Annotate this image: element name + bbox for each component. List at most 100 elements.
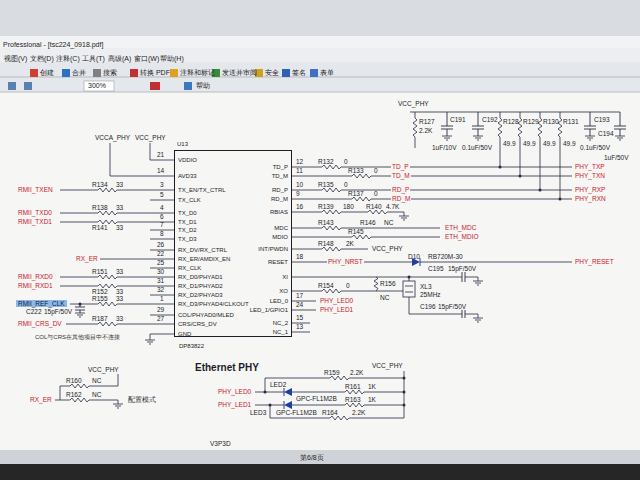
schematic-label: C191 bbox=[450, 116, 466, 123]
schematic-label: 配置模式 bbox=[128, 396, 156, 403]
schematic-label: R131 bbox=[563, 118, 579, 125]
schematic-label: RB720M-30 bbox=[428, 253, 463, 260]
junction-dot bbox=[79, 166, 562, 407]
status-bar bbox=[0, 450, 640, 464]
pin-name: MDIO bbox=[272, 234, 288, 241]
schematic-label: R135 bbox=[318, 181, 334, 188]
pin-number: 3 bbox=[160, 181, 164, 188]
pin-name: LED_1/GPIO1 bbox=[250, 307, 288, 314]
schematic-label: VCC_PHY bbox=[372, 245, 403, 252]
menu-text: 帮助(H) bbox=[160, 55, 184, 63]
capacitor-symbol bbox=[75, 112, 626, 318]
pin-name: RBIAS bbox=[270, 209, 288, 216]
schematic-label: 180 bbox=[343, 203, 354, 210]
pin-number: 21 bbox=[157, 151, 164, 158]
pin-number: 14 bbox=[157, 167, 164, 174]
net-label: RD_P bbox=[391, 186, 410, 193]
pin-name: RX_DV/RX_CTRL bbox=[178, 247, 227, 254]
pin-number: 12 bbox=[296, 158, 303, 165]
pin-name: TD_M bbox=[272, 173, 288, 180]
menu-text: 工具(T) bbox=[82, 55, 105, 63]
net-label: PHY_TXN bbox=[574, 172, 606, 179]
schematic-label: 49.9 bbox=[503, 140, 516, 147]
pin-name: CRS/CRS_DV bbox=[178, 321, 217, 328]
pin-name: TD_P bbox=[273, 164, 288, 171]
net-label: RMII_RXD0 bbox=[17, 273, 54, 280]
net-label: RX_ER bbox=[75, 255, 99, 262]
section-title: Ethernet PHY bbox=[195, 362, 259, 374]
screen-bezel bbox=[0, 0, 640, 36]
toolbar-icon bbox=[93, 69, 101, 77]
schematic-label: R141 bbox=[92, 224, 108, 231]
net-label: TD_M bbox=[391, 172, 411, 179]
net-label: PHY_LED1 bbox=[319, 306, 354, 313]
schematic-label: 0 bbox=[344, 158, 348, 165]
schematic-label: R137 bbox=[348, 190, 364, 197]
net-label: PHY_LED1 bbox=[217, 401, 252, 408]
schematic-label: R159 bbox=[324, 369, 340, 376]
schematic-label: R163 bbox=[345, 396, 361, 403]
schematic-label: GPC-FL1M2B bbox=[276, 409, 317, 416]
schematic-label: R155 bbox=[92, 295, 108, 302]
toolbar-icon bbox=[150, 82, 160, 90]
menu-text: 注释(C) bbox=[56, 55, 80, 63]
schematic-label: 49.9 bbox=[563, 140, 576, 147]
pin-number: 11 bbox=[296, 167, 303, 174]
pin-number: 25 bbox=[157, 259, 164, 266]
schematic-label: R132 bbox=[318, 158, 334, 165]
schematic-label: NC bbox=[384, 219, 393, 226]
net-label: RMII_CRS_DV bbox=[17, 320, 63, 327]
pin-name: MDC bbox=[274, 225, 288, 232]
pin-number: 24 bbox=[296, 301, 303, 308]
menu-text: 视图(V) bbox=[4, 55, 27, 63]
schematic-label: GPC-FL1M2B bbox=[296, 395, 337, 402]
menu-text: 合并 bbox=[72, 69, 86, 77]
pin-name: RX_D1/PHYAD2 bbox=[178, 283, 223, 290]
net-label: PHY_NRST bbox=[327, 258, 364, 265]
menu-text: 注释和标记 bbox=[180, 69, 215, 77]
schematic-label: 0.1uF/50V bbox=[580, 144, 610, 151]
menu-text: 帮助 bbox=[196, 82, 210, 90]
pin-number: 1 bbox=[160, 295, 164, 302]
schematic-label: C196 bbox=[420, 303, 436, 310]
net-label: PHY_LED0 bbox=[217, 388, 252, 395]
net-label: RMII_TXD1 bbox=[17, 218, 53, 225]
part-reference: U13 bbox=[177, 141, 188, 148]
net-label: RMII_TXD0 bbox=[17, 209, 53, 216]
net-label: PHY_RESET bbox=[574, 258, 615, 265]
toolbar-divider bbox=[0, 77, 640, 92]
schematic-label: R129 bbox=[523, 118, 539, 125]
schematic-label: R161 bbox=[345, 383, 361, 390]
schematic-label: 0 bbox=[346, 282, 350, 289]
schematic-label: R133 bbox=[348, 167, 364, 174]
schematic-label: R138 bbox=[92, 204, 108, 211]
schematic-label: NC bbox=[92, 391, 101, 398]
pin-number: 13 bbox=[296, 323, 303, 330]
schematic-label: 33 bbox=[116, 224, 123, 231]
pin-name: RD_M bbox=[271, 196, 288, 203]
desk bbox=[0, 464, 640, 480]
schematic-label: V3P3D bbox=[210, 440, 231, 447]
part-number: DP83822 bbox=[179, 343, 204, 350]
pin-name: TX_EN/TX_CTRL bbox=[178, 187, 226, 194]
resistor-symbol bbox=[70, 118, 562, 420]
pin-name: RD_P bbox=[272, 187, 288, 194]
pin-name: GND bbox=[178, 331, 191, 338]
pin-number: 4 bbox=[160, 204, 164, 211]
schematic-label: 0 bbox=[374, 167, 378, 174]
menu-bar bbox=[0, 48, 640, 62]
schematic-label: 4.7K bbox=[386, 203, 399, 210]
menu-text: 窗口(W) bbox=[134, 55, 159, 63]
pin-number: 6 bbox=[160, 213, 164, 220]
pin-number: 15 bbox=[296, 314, 303, 321]
net-label: RMII_TXEN bbox=[17, 186, 54, 193]
net-label: PHY_RXP bbox=[574, 186, 606, 193]
pin-number: 8 bbox=[160, 230, 164, 237]
net-label: ETH_MDC bbox=[444, 224, 477, 231]
menu-text: Professional - [tsc224_0918.pdf] bbox=[3, 41, 103, 49]
schematic-label: R130 bbox=[543, 118, 559, 125]
schematic-label: NC bbox=[92, 377, 101, 384]
schematic-label: R127 bbox=[419, 118, 435, 125]
pin-number: 7 bbox=[160, 221, 164, 228]
